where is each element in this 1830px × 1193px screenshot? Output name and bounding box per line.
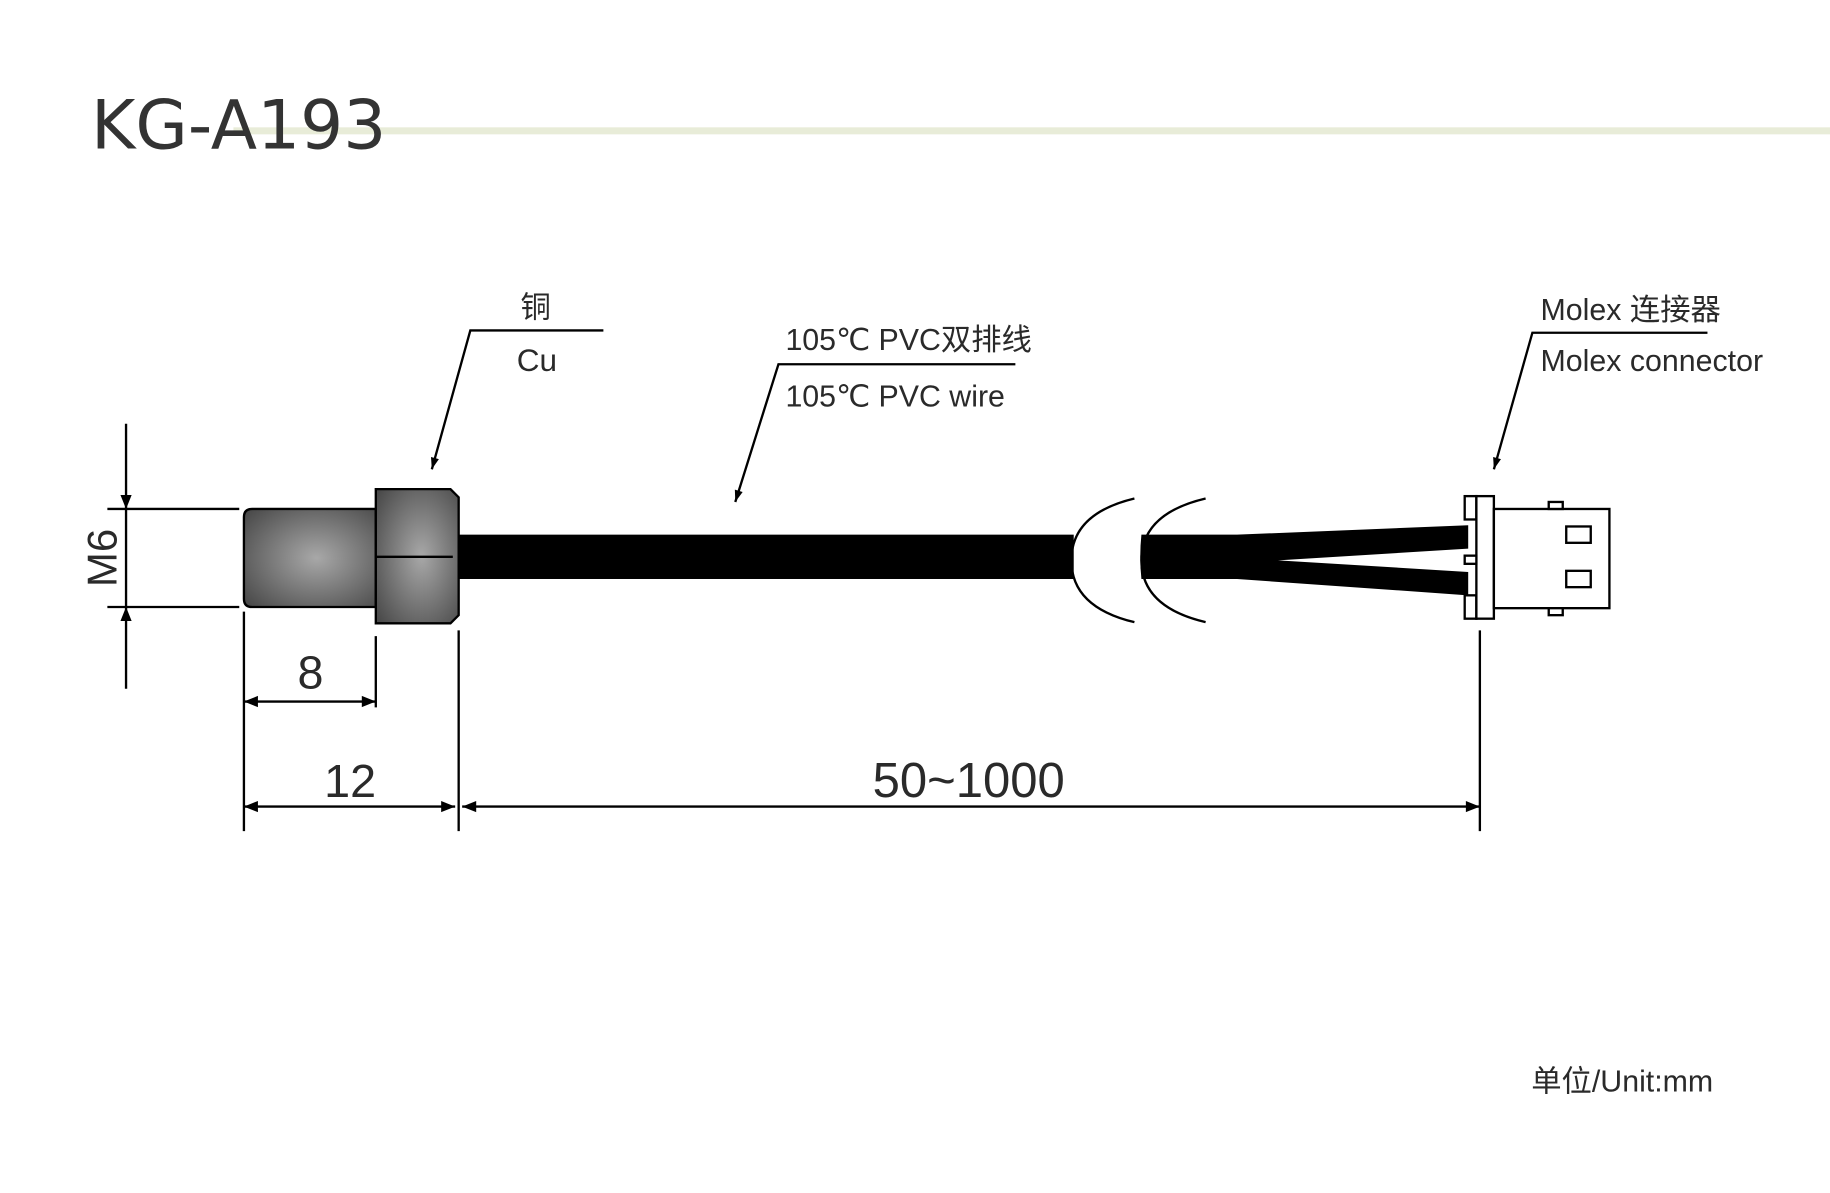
- wire-label-cn: 105℃ PVC双排线: [785, 323, 1031, 357]
- material-label-cn: 铜: [521, 291, 551, 325]
- molex-connector: [1463, 494, 1611, 620]
- pvc-cable: [458, 534, 1074, 579]
- cable-length-label: 50~1000: [873, 754, 1065, 808]
- unit-note: 单位/Unit:mm: [1531, 1064, 1713, 1098]
- connector-label-en: Molex connector: [1541, 345, 1764, 378]
- dimension-lines: [107, 423, 1482, 832]
- page-title: KG-A193: [91, 85, 386, 164]
- thread-dimension-label: M6: [79, 529, 126, 587]
- cable-break-symbol: [1070, 497, 1135, 624]
- head-length-label: 12: [324, 755, 376, 807]
- connector-label-cn: Molex 连接器: [1541, 293, 1721, 327]
- wire-label-en: 105℃ PVC wire: [785, 380, 1004, 413]
- leader-lines: [430, 329, 1708, 503]
- sensor-probe-body: [242, 507, 377, 609]
- title-underline: [233, 127, 1830, 135]
- probe-length-label: 8: [297, 647, 323, 699]
- material-label-en: Cu: [517, 342, 557, 378]
- twin-wires: [1140, 525, 1469, 596]
